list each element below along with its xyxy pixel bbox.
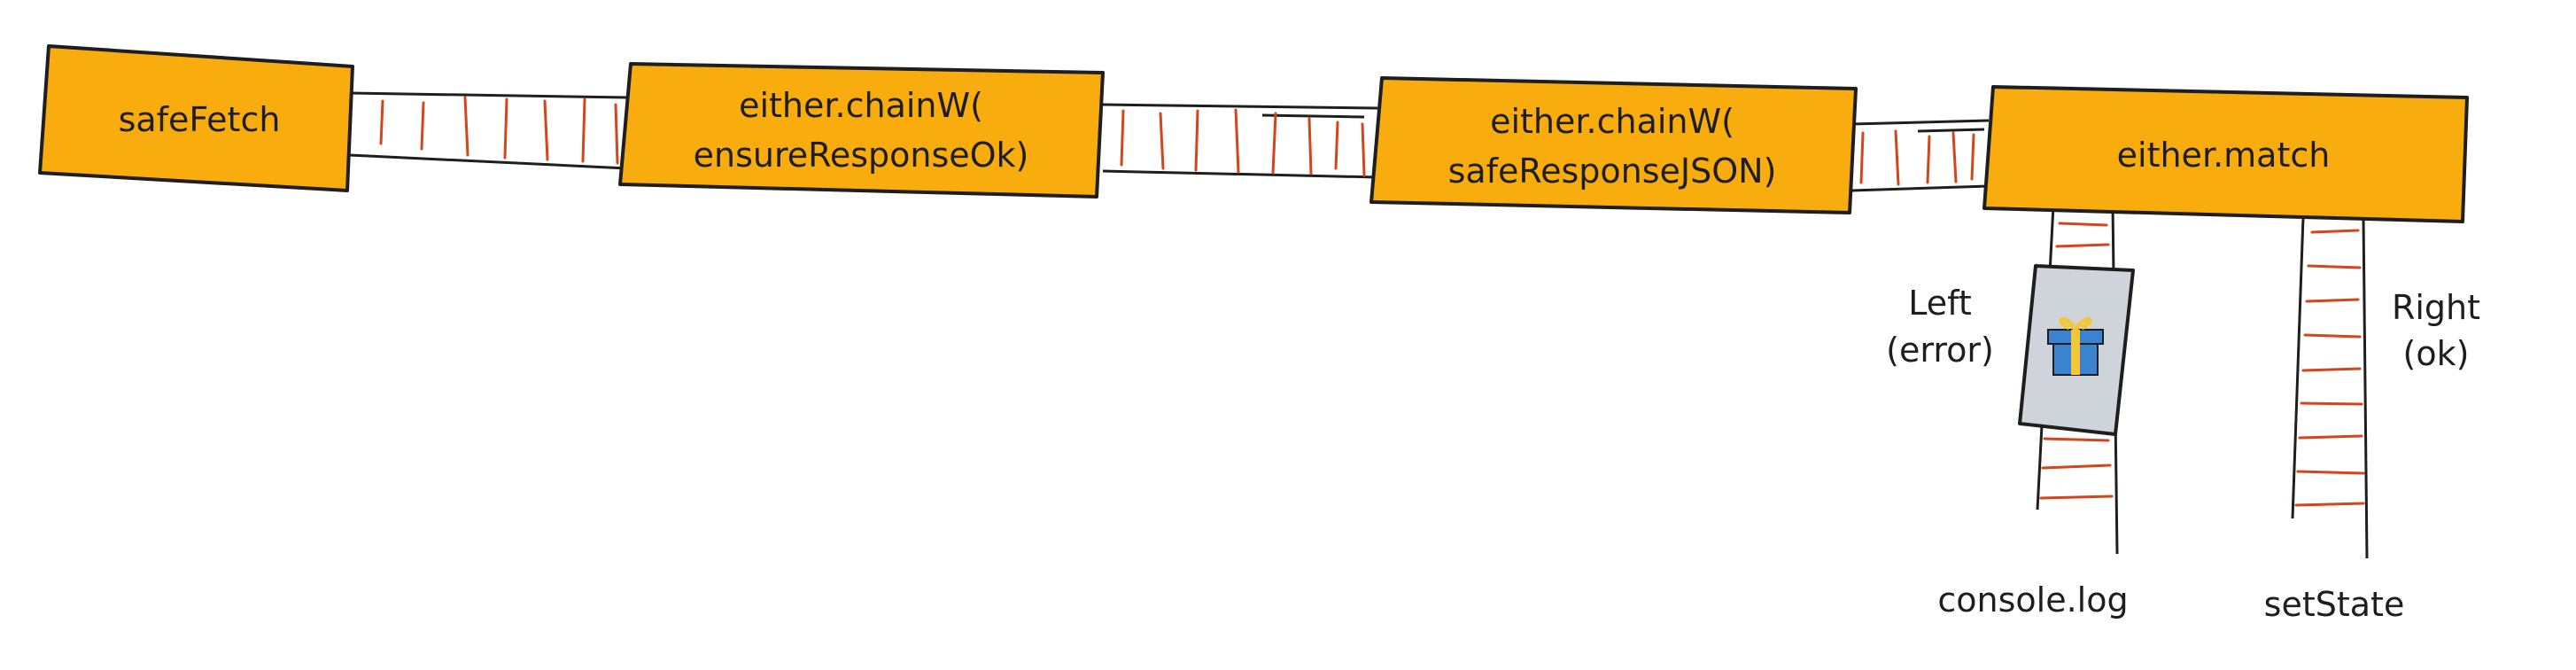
output-console-log: console.log — [1937, 580, 2128, 619]
node-chain-safe-json: either.chainW( safeResponseJSON) — [1369, 76, 1858, 214]
branch-right-label-line2: (ok) — [2403, 334, 2470, 373]
node-chain-ensure-ok: either.chainW( ensureResponseOk) — [618, 62, 1105, 199]
node-chain-safe-json-line1: either.chainW( — [1490, 102, 1734, 141]
error-package — [2018, 264, 2135, 436]
node-chain-safe-json-line2: safeResponseJSON) — [1448, 152, 1777, 191]
pipe-ensure-to-json — [1102, 103, 1378, 179]
node-chain-ensure-ok-line1: either.chainW( — [739, 86, 983, 125]
pipe-right-branch — [2291, 216, 2369, 559]
branch-left-label-line2: (error) — [1886, 331, 1994, 370]
gift-icon — [2047, 316, 2104, 376]
branch-right-label-line1: Right — [2392, 288, 2480, 327]
node-safe-fetch-label: safeFetch — [119, 100, 281, 139]
pipe-fetch-to-ensure — [349, 91, 628, 170]
node-either-match-label: either.match — [2117, 136, 2331, 175]
node-chain-ensure-ok-line2: ensureResponseOk) — [694, 136, 1029, 175]
output-set-state: setState — [2264, 585, 2405, 624]
branch-left-label-line1: Left — [1908, 284, 1972, 323]
pipe-json-to-match — [1851, 119, 1990, 192]
node-safe-fetch: safeFetch — [38, 44, 354, 192]
node-either-match: either.match — [1982, 85, 2469, 223]
